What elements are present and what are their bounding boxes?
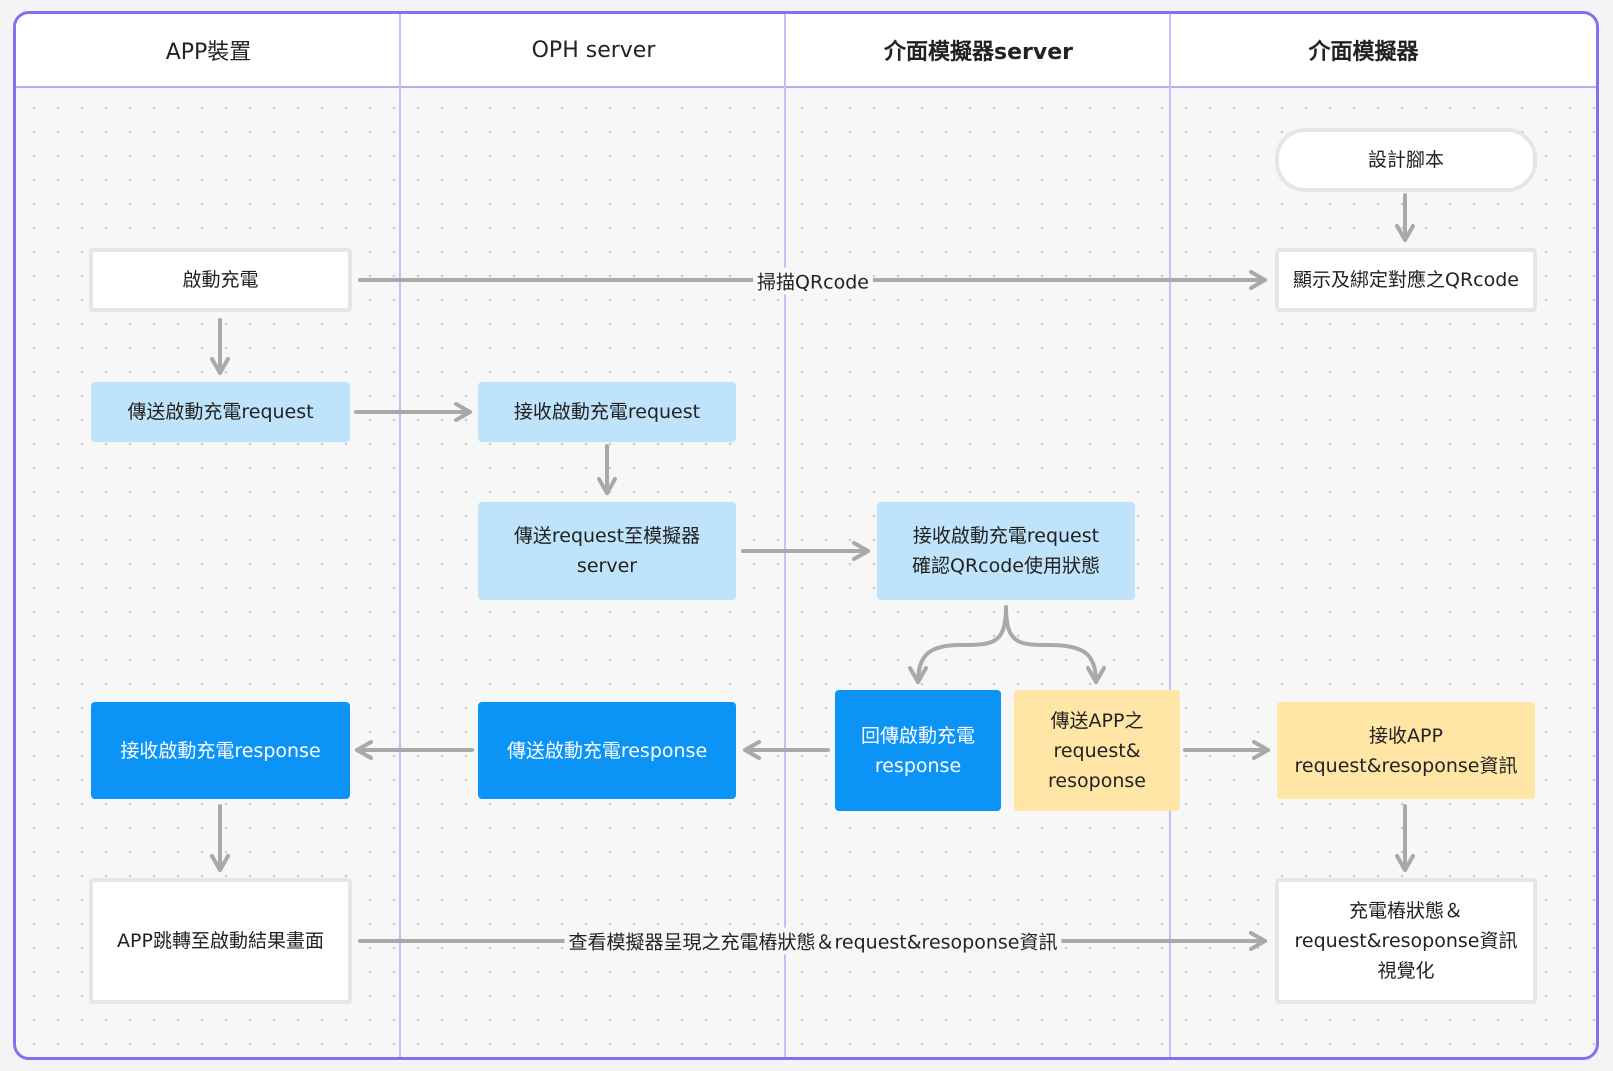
node-label-line: 傳送request至模擬器 bbox=[513, 525, 701, 547]
node-receive-start-response[interactable]: 接收啟動充電response bbox=[91, 702, 350, 799]
lane-divider bbox=[784, 14, 786, 1057]
node-receive-start-request[interactable]: 接收啟動充電request bbox=[478, 382, 736, 442]
lane-divider bbox=[399, 14, 401, 1057]
node-label: 傳送啟動充電request bbox=[127, 401, 314, 423]
arrow-branch bbox=[908, 605, 1008, 684]
node-label-line: request&resoponse資訊 bbox=[1294, 930, 1518, 952]
node-show-qrcode[interactable]: 顯示及綁定對應之QRcode bbox=[1275, 248, 1537, 312]
node-label-line: 接收啟動充電request bbox=[912, 525, 1100, 547]
lane-title-simulator: 介面模擬器 bbox=[1308, 40, 1419, 65]
node-label: APP跳轉至啟動結果畫面 bbox=[117, 930, 324, 952]
node-send-request-to-simulator[interactable]: 傳送request至模擬器 server bbox=[478, 502, 736, 600]
node-return-start-response[interactable]: 回傳啟動充電 response bbox=[835, 690, 1001, 811]
node-label: 接收啟動充電response bbox=[120, 739, 321, 762]
node-label: 接收啟動充電request bbox=[513, 401, 701, 423]
node-label: 顯示及綁定對應之QRcode bbox=[1293, 269, 1519, 291]
node-label-line: 回傳啟動充電 bbox=[860, 724, 975, 747]
node-label-line: response bbox=[874, 754, 962, 777]
node-label: 設計腳本 bbox=[1367, 149, 1444, 171]
node-label-line: resoponse bbox=[1048, 769, 1146, 792]
node-send-app-request-response[interactable]: 傳送APP之 request& resoponse bbox=[1014, 690, 1180, 811]
node-label-line: server bbox=[576, 555, 638, 577]
edge-label-scan: 掃描QRcode bbox=[753, 267, 873, 295]
node-send-start-request[interactable]: 傳送啟動充電request bbox=[91, 382, 350, 442]
lane-title-oph-server: OPH server bbox=[531, 37, 656, 63]
node-label-line: 充電樁狀態＆ bbox=[1348, 900, 1463, 922]
node-label-line: 接收APP bbox=[1369, 724, 1443, 747]
node-visualize-status[interactable]: 充電樁狀態＆ request&resoponse資訊 視覺化 bbox=[1275, 878, 1537, 1004]
node-start-charge[interactable]: 啟動充電 bbox=[89, 248, 352, 312]
node-design-script[interactable]: 設計腳本 bbox=[1275, 128, 1537, 192]
node-app-redirect-result[interactable]: APP跳轉至啟動結果畫面 bbox=[89, 878, 352, 1004]
lane-title-app: APP裝置 bbox=[165, 40, 252, 65]
node-send-start-response[interactable]: 傳送啟動充電response bbox=[478, 702, 736, 799]
node-label-line: 傳送APP之 bbox=[1050, 709, 1144, 732]
node-label: 啟動充電 bbox=[182, 269, 259, 291]
node-label-line: request& bbox=[1053, 739, 1141, 762]
arrow-branch bbox=[1004, 605, 1106, 684]
lane-divider bbox=[1169, 14, 1171, 1057]
node-receive-request-check-qrcode[interactable]: 接收啟動充電request 確認QRcode使用狀態 bbox=[877, 502, 1135, 600]
edge-label-view: 查看模擬器呈現之充電樁狀態＆request&resoponse資訊 bbox=[564, 927, 1062, 955]
node-label-line: 確認QRcode使用狀態 bbox=[912, 555, 1100, 577]
node-label-line: request&resoponse資訊 bbox=[1294, 754, 1518, 777]
lane-title-simulator-server: 介面模擬器server bbox=[884, 40, 1073, 65]
node-receive-app-info[interactable]: 接收APP request&resoponse資訊 bbox=[1277, 702, 1535, 799]
node-label-line: 視覺化 bbox=[1377, 960, 1435, 982]
lane-header bbox=[16, 14, 1596, 88]
node-label: 傳送啟動充電response bbox=[506, 739, 708, 762]
